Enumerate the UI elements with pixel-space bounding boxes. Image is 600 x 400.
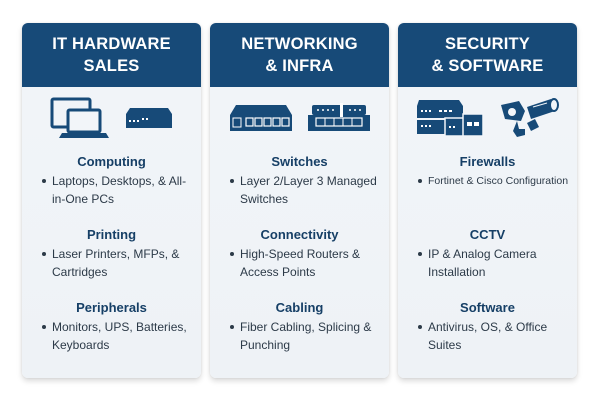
section-firewalls: Firewalls Fortinet & Cisco Configuration (398, 154, 577, 190)
section-heading: Switches (271, 154, 328, 169)
section-bullet: Fortinet & Cisco Configuration (398, 172, 577, 190)
section-heading: Firewalls (459, 154, 516, 169)
card-icons (398, 87, 577, 149)
section-heading: Connectivity (260, 227, 339, 242)
section-heading: Printing (86, 227, 137, 242)
firewall-appliance-icon (415, 98, 485, 138)
section-heading: Computing (77, 154, 146, 169)
monitor-laptop-icon (50, 97, 112, 139)
section-peripherals: Peripherals Monitors, UPS, Batteries, Ke… (22, 300, 201, 354)
network-box-icon (124, 106, 174, 130)
section-software: Software Antivirus, OS, & Office Suites (398, 300, 577, 354)
card-security-software: SECURITY & SOFTWARE (398, 23, 577, 378)
section-cabling: Cabling Fiber Cabling, Splicing & Punchi… (210, 300, 389, 354)
card-title: IT HARDWARE SALES (52, 35, 171, 75)
section-bullet: High-Speed Routers & Access Points (210, 245, 389, 281)
section-heading: Cabling (275, 300, 324, 315)
section-heading: Software (460, 300, 515, 315)
section-bullet: Antivirus, OS, & Office Suites (398, 318, 577, 354)
card-title: SECURITY & SOFTWARE (431, 35, 544, 75)
section-bullet: Laptops, Desktops, & All-in-One PCs (22, 172, 201, 208)
section-bullet: Monitors, UPS, Batteries, Keyboards (22, 318, 201, 354)
card-header: IT HARDWARE SALES (22, 23, 201, 87)
section-bullet: IP & Analog Camera Installation (398, 245, 577, 281)
cctv-camera-icon (497, 97, 561, 139)
card-it-hardware-sales: IT HARDWARE SALES Computing Laptops, Des… (22, 23, 201, 378)
card-icons (210, 87, 389, 149)
section-bullet: Fiber Cabling, Splicing & Punching (210, 318, 389, 354)
section-heading: Peripherals (76, 300, 147, 315)
section-connectivity: Connectivity High-Speed Routers & Access… (210, 227, 389, 281)
card-networking-infra: NETWORKING & INFRA (210, 23, 389, 378)
card-header: SECURITY & SOFTWARE (398, 23, 577, 87)
section-computing: Computing Laptops, Desktops, & All-in-On… (22, 154, 201, 208)
router-icon (306, 103, 372, 133)
section-printing: Printing Laser Printers, MFPs, & Cartrid… (22, 227, 201, 281)
card-header: NETWORKING & INFRA (210, 23, 389, 87)
section-cctv: CCTV IP & Analog Camera Installation (398, 227, 577, 281)
card-title: NETWORKING & INFRA (241, 35, 358, 75)
network-switch-icon (228, 103, 294, 133)
card-icons (22, 87, 201, 149)
section-heading: CCTV (469, 227, 506, 242)
section-switches: Switches Layer 2/Layer 3 Managed Switche… (210, 154, 389, 208)
section-bullet: Laser Printers, MFPs, & Cartridges (22, 245, 201, 281)
section-bullet: Layer 2/Layer 3 Managed Switches (210, 172, 389, 208)
